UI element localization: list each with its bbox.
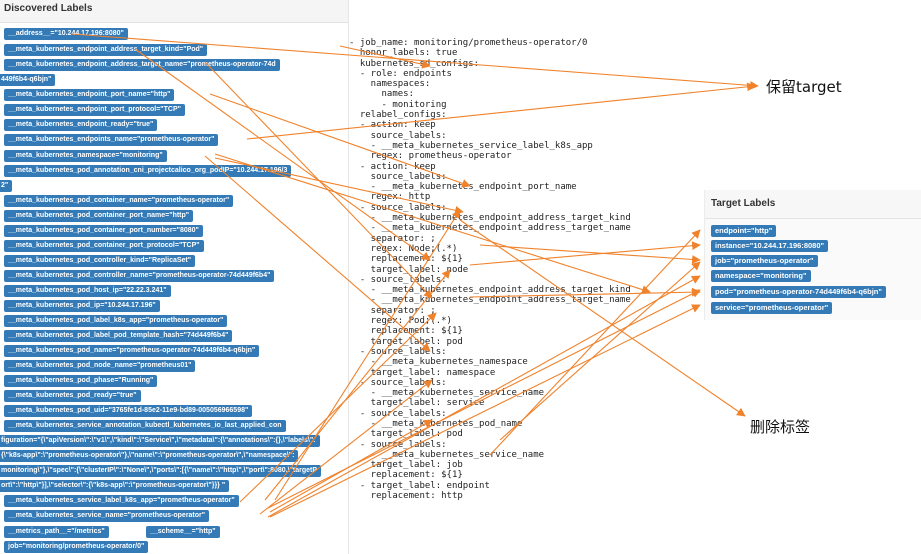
discovered-label: monitoring\"},\"spec\":{\"clusterIP\":\"… (0, 465, 322, 477)
discovered-label: __meta_kubernetes_endpoint_port_name="ht… (4, 89, 175, 101)
target-label: endpoint="http" (711, 225, 777, 237)
discovered-label: __meta_kubernetes_pod_container_name="pr… (4, 195, 234, 207)
discovered-label: __meta_kubernetes_pod_uid="3765fe1d-85e2… (4, 405, 253, 417)
target-labels-title: Target Labels (711, 198, 776, 209)
discovered-labels-panel: Discovered Labels __address__="10.244.17… (0, 0, 349, 554)
discovered-label: figuration="{\"apiVersion\":\"v1\",\"kin… (0, 435, 320, 447)
discovered-label: 449f6b4-q6bjn" (0, 74, 56, 86)
target-label: pod="prometheus-operator-74d449f6b4-q6bj… (711, 286, 886, 298)
discovered-label: __meta_kubernetes_pod_container_port_nam… (4, 210, 194, 222)
target-labels-panel: Target Labels endpoint="http" instance="1… (704, 190, 921, 320)
discovered-label: __meta_kubernetes_endpoint_address_targe… (4, 59, 280, 71)
discovered-label: __meta_kubernetes_service_annotation_kub… (4, 420, 286, 432)
discovered-label: __meta_kubernetes_pod_controller_name="p… (4, 270, 275, 282)
discovered-label: __meta_kubernetes_pod_node_name="prometh… (4, 360, 196, 372)
discovered-label: __metrics_path__="/metrics" (4, 526, 109, 538)
annotation-drop-labels: 删除标签 (750, 418, 811, 436)
target-label: instance="10.244.17.196:8080" (711, 240, 829, 252)
discovered-label: __address__="10.244.17.196:8080" (4, 28, 128, 40)
discovered-label: 2" (0, 180, 13, 192)
discovered-label: __scheme__="http" (146, 526, 220, 538)
discovered-label: ort\":\"http\"}],\"selector\":{\"k8s-app… (0, 480, 230, 492)
discovered-label: __meta_kubernetes_pod_controller_kind="R… (4, 255, 196, 267)
discovered-label: __meta_kubernetes_pod_name="prometheus-o… (4, 345, 260, 357)
discovered-label: __meta_kubernetes_endpoint_port_protocol… (4, 104, 185, 116)
discovered-label: __meta_kubernetes_endpoint_address_targe… (4, 44, 208, 56)
discovered-label: __meta_kubernetes_service_name="promethe… (4, 510, 210, 522)
target-label: job="prometheus-operator" (711, 255, 818, 267)
target-labels-header: Target Labels (705, 190, 921, 219)
discovered-label: __meta_kubernetes_namespace="monitoring" (4, 150, 167, 162)
discovered-label: __meta_kubernetes_pod_host_ip="22.22.3.2… (4, 285, 171, 297)
annotation-keep-target: 保留target (766, 78, 842, 96)
discovered-label: __meta_kubernetes_pod_label_pod_template… (4, 330, 233, 342)
discovered-label: __meta_kubernetes_pod_container_port_num… (4, 225, 203, 237)
discovered-label: {\"k8s-app\":\"prometheus-operator\"},\"… (0, 450, 299, 462)
discovered-label: __meta_kubernetes_pod_phase="Running" (4, 375, 158, 387)
discovered-label: __meta_kubernetes_endpoints_name="promet… (4, 134, 219, 146)
discovered-label: __meta_kubernetes_pod_ip="10.244.17.196" (4, 300, 160, 312)
discovered-label: __meta_kubernetes_pod_label_k8s_app="pro… (4, 315, 228, 327)
discovered-label: __meta_kubernetes_service_label_k8s_app=… (4, 495, 239, 507)
discovered-labels-header: Discovered Labels (0, 0, 348, 23)
discovered-label: job="monitoring/prometheus-operator/0" (4, 541, 149, 553)
target-label: namespace="monitoring" (711, 270, 811, 282)
discovered-label: __meta_kubernetes_pod_ready="true" (4, 390, 141, 402)
discovered-label: __meta_kubernetes_endpoint_ready="true" (4, 119, 158, 131)
scrape-config-yaml: - job_name: monitoring/prometheus-operat… (349, 38, 631, 502)
discovered-label: __meta_kubernetes_pod_container_port_pro… (4, 240, 204, 252)
target-label: service="prometheus-operator" (711, 302, 833, 314)
discovered-labels-title: Discovered Labels (4, 3, 93, 14)
discovered-label: __meta_kubernetes_pod_annotation_cni_pro… (4, 165, 292, 177)
